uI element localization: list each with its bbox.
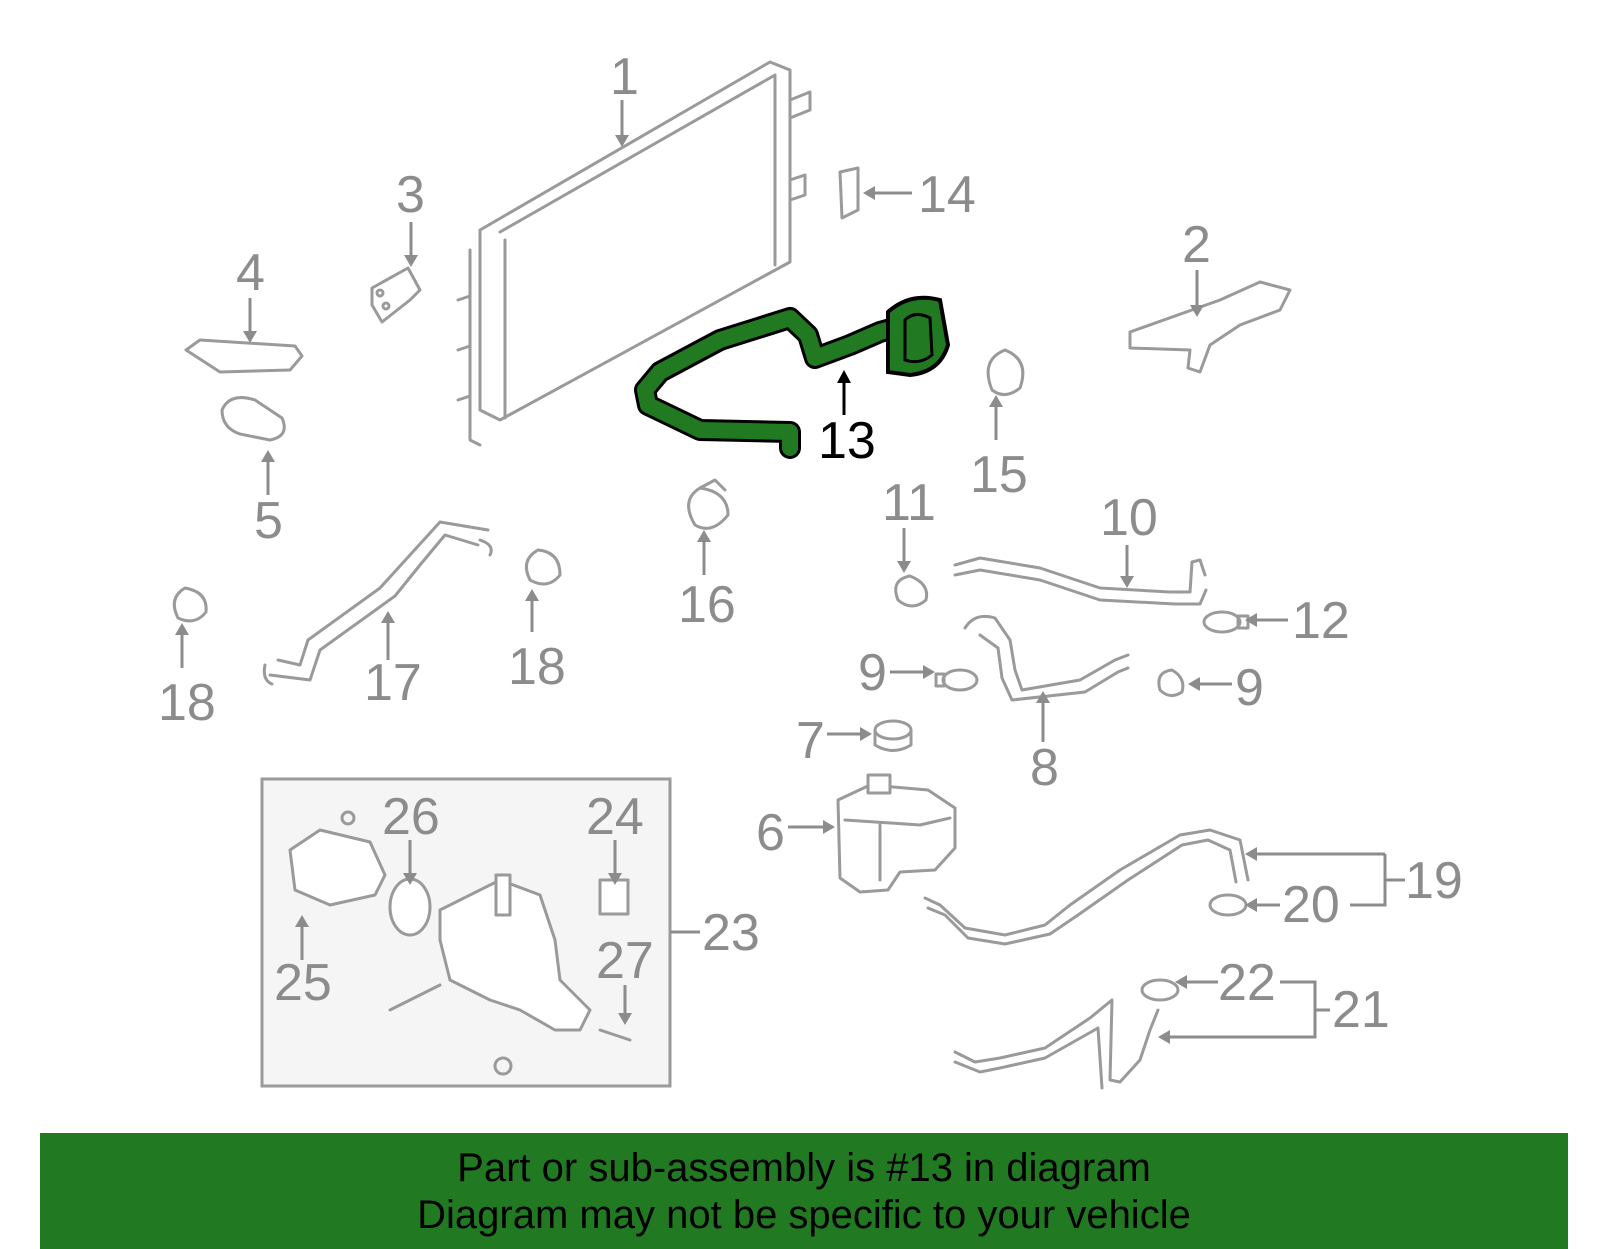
label-part-23: 23 <box>702 904 760 962</box>
banner-line-1: Part or sub-assembly is #13 in diagram <box>457 1146 1151 1190</box>
part-10-hose[interactable] <box>953 556 1208 606</box>
part-21-hose[interactable] <box>953 998 1160 1090</box>
part-5-insulator[interactable] <box>220 396 286 442</box>
part-19-hose[interactable] <box>923 828 1250 946</box>
part-4-insulator[interactable] <box>184 338 304 374</box>
label-part-26: 26 <box>382 788 440 846</box>
part-1-radiator[interactable] <box>456 60 812 447</box>
label-part-3: 3 <box>396 166 425 224</box>
part-23-housing-box[interactable] <box>260 777 672 1088</box>
part-14-clip[interactable] <box>838 166 860 220</box>
label-part-14: 14 <box>918 166 976 224</box>
part-22-clamp[interactable] <box>1140 978 1180 1002</box>
banner-line-2: Diagram may not be specific to your vehi… <box>417 1193 1191 1237</box>
part-9-clamp-left[interactable] <box>934 668 979 692</box>
label-part-4: 4 <box>236 244 265 302</box>
part-7-cap[interactable] <box>873 719 913 752</box>
label-part-15: 15 <box>970 446 1028 504</box>
label-part-7: 7 <box>796 712 825 770</box>
label-part-24: 24 <box>586 788 644 846</box>
label-part-9-left: 9 <box>858 644 887 702</box>
label-part-16: 16 <box>678 576 736 634</box>
label-part-20: 20 <box>1282 876 1340 934</box>
label-part-9-right: 9 <box>1235 659 1264 717</box>
part-20-clamp[interactable] <box>1208 893 1248 917</box>
label-part-6: 6 <box>756 804 785 862</box>
leader-13 <box>837 370 851 415</box>
part-3-bracket[interactable] <box>370 266 422 324</box>
label-part-12: 12 <box>1292 592 1350 650</box>
label-part-18-right: 18 <box>508 638 566 696</box>
leader-lines <box>175 100 1405 1044</box>
part-17-hose[interactable] <box>262 520 493 686</box>
part-8-hose[interactable] <box>963 614 1130 702</box>
label-part-27: 27 <box>596 932 654 990</box>
part-18-clamp-left[interactable] <box>172 586 208 623</box>
part-6-reservoir[interactable] <box>836 773 957 894</box>
label-part-17: 17 <box>364 654 422 712</box>
part-2-bracket[interactable] <box>1128 280 1292 374</box>
label-part-10: 10 <box>1100 489 1158 547</box>
part-15-clamp[interactable] <box>986 348 1025 396</box>
part-13-hose-highlighted[interactable] <box>634 295 951 459</box>
label-part-19: 19 <box>1405 852 1463 910</box>
label-part-5: 5 <box>254 492 283 550</box>
part-9-clamp-right[interactable] <box>1157 668 1185 697</box>
label-part-22: 22 <box>1218 954 1276 1012</box>
label-part-21: 21 <box>1332 981 1390 1039</box>
label-part-8: 8 <box>1030 739 1059 797</box>
info-banner: Part or sub-assembly is #13 in diagram D… <box>40 1133 1568 1249</box>
label-part-18-left: 18 <box>158 674 216 732</box>
part-11-clamp[interactable] <box>894 574 929 608</box>
label-part-2: 2 <box>1182 216 1211 274</box>
part-12-clamp[interactable] <box>1202 610 1250 634</box>
label-part-25: 25 <box>274 954 332 1012</box>
label-part-11: 11 <box>882 474 936 532</box>
part-18-clamp-right[interactable] <box>524 548 562 586</box>
part-16-clamp[interactable] <box>687 478 730 530</box>
callout-labels: 1 2 3 4 5 6 7 8 9 9 10 11 12 13 14 15 16… <box>158 48 1463 1039</box>
label-part-13: 13 <box>818 412 876 470</box>
label-part-1: 1 <box>610 48 639 106</box>
